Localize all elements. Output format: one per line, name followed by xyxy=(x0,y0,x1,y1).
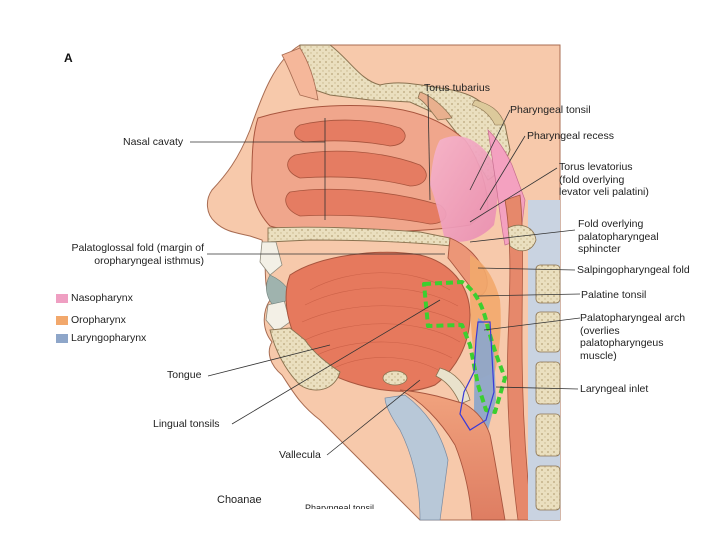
hyoid-bone xyxy=(382,370,408,386)
legend-label-nasopharynx: Nasopharynx xyxy=(71,292,133,304)
label-laryngeal-inlet: Laryngeal inlet xyxy=(580,383,649,395)
label-choanae: Choanae xyxy=(217,494,262,506)
label-tongue: Tongue xyxy=(167,369,202,381)
frontal-sinus xyxy=(281,47,319,101)
superior-concha xyxy=(294,119,406,147)
label-salpingopharyngeal-fold: Salpingopharyngeal fold xyxy=(577,264,690,276)
legend-swatch-nasopharynx xyxy=(56,294,68,303)
label-palatoglossal-fold: Palatoglossal fold (margin of oropharyng… xyxy=(71,242,205,267)
label-nasal-cavity: Nasal cavaty xyxy=(123,136,184,148)
oral-vestibule xyxy=(266,274,291,305)
label-lingual-tonsils: Lingual tonsils xyxy=(153,418,220,430)
cervical-vertebrae xyxy=(507,200,561,520)
legend-label-oropharynx: Oropharynx xyxy=(71,314,126,326)
label-pharyngeal-tonsil: Pharyngeal tonsil xyxy=(510,104,591,116)
laryngopharynx-region xyxy=(474,318,496,430)
label-vallecula: Vallecula xyxy=(279,449,321,461)
label-palatopharyngeal-arch: Palatopharyngeal arch (overlies palatoph… xyxy=(580,312,686,362)
label-torus-tubarius: Torus tubarius xyxy=(424,82,490,94)
legend-swatch-laryngopharynx xyxy=(56,334,68,343)
label-torus-levatorius: Torus levatorius (fold overlying levator… xyxy=(559,161,649,198)
blue-outline xyxy=(459,321,495,431)
leader-lines xyxy=(190,93,581,456)
figure-letter: A xyxy=(64,51,73,65)
middle-concha xyxy=(287,150,427,187)
mandible xyxy=(269,327,341,391)
clivus xyxy=(471,99,506,126)
sphenoid-sinus xyxy=(417,91,453,121)
larynx xyxy=(399,389,506,521)
label-cut-off: Pharyngeal tonsil xyxy=(305,503,375,509)
upper-incisor xyxy=(259,241,283,276)
label-pharyngeal-recess: Pharyngeal recess xyxy=(527,130,614,142)
legend-swatch-oropharynx xyxy=(56,316,68,325)
label-fold-palatopharyngeal: Fold overlying palatopharyngeal sphincte… xyxy=(578,218,659,255)
thyroid-cartilage xyxy=(384,394,449,521)
legend-label-laryngopharynx: Laryngopharynx xyxy=(71,332,147,344)
inferior-concha xyxy=(285,188,447,225)
label-palatine-tonsil: Palatine tonsil xyxy=(581,289,647,301)
